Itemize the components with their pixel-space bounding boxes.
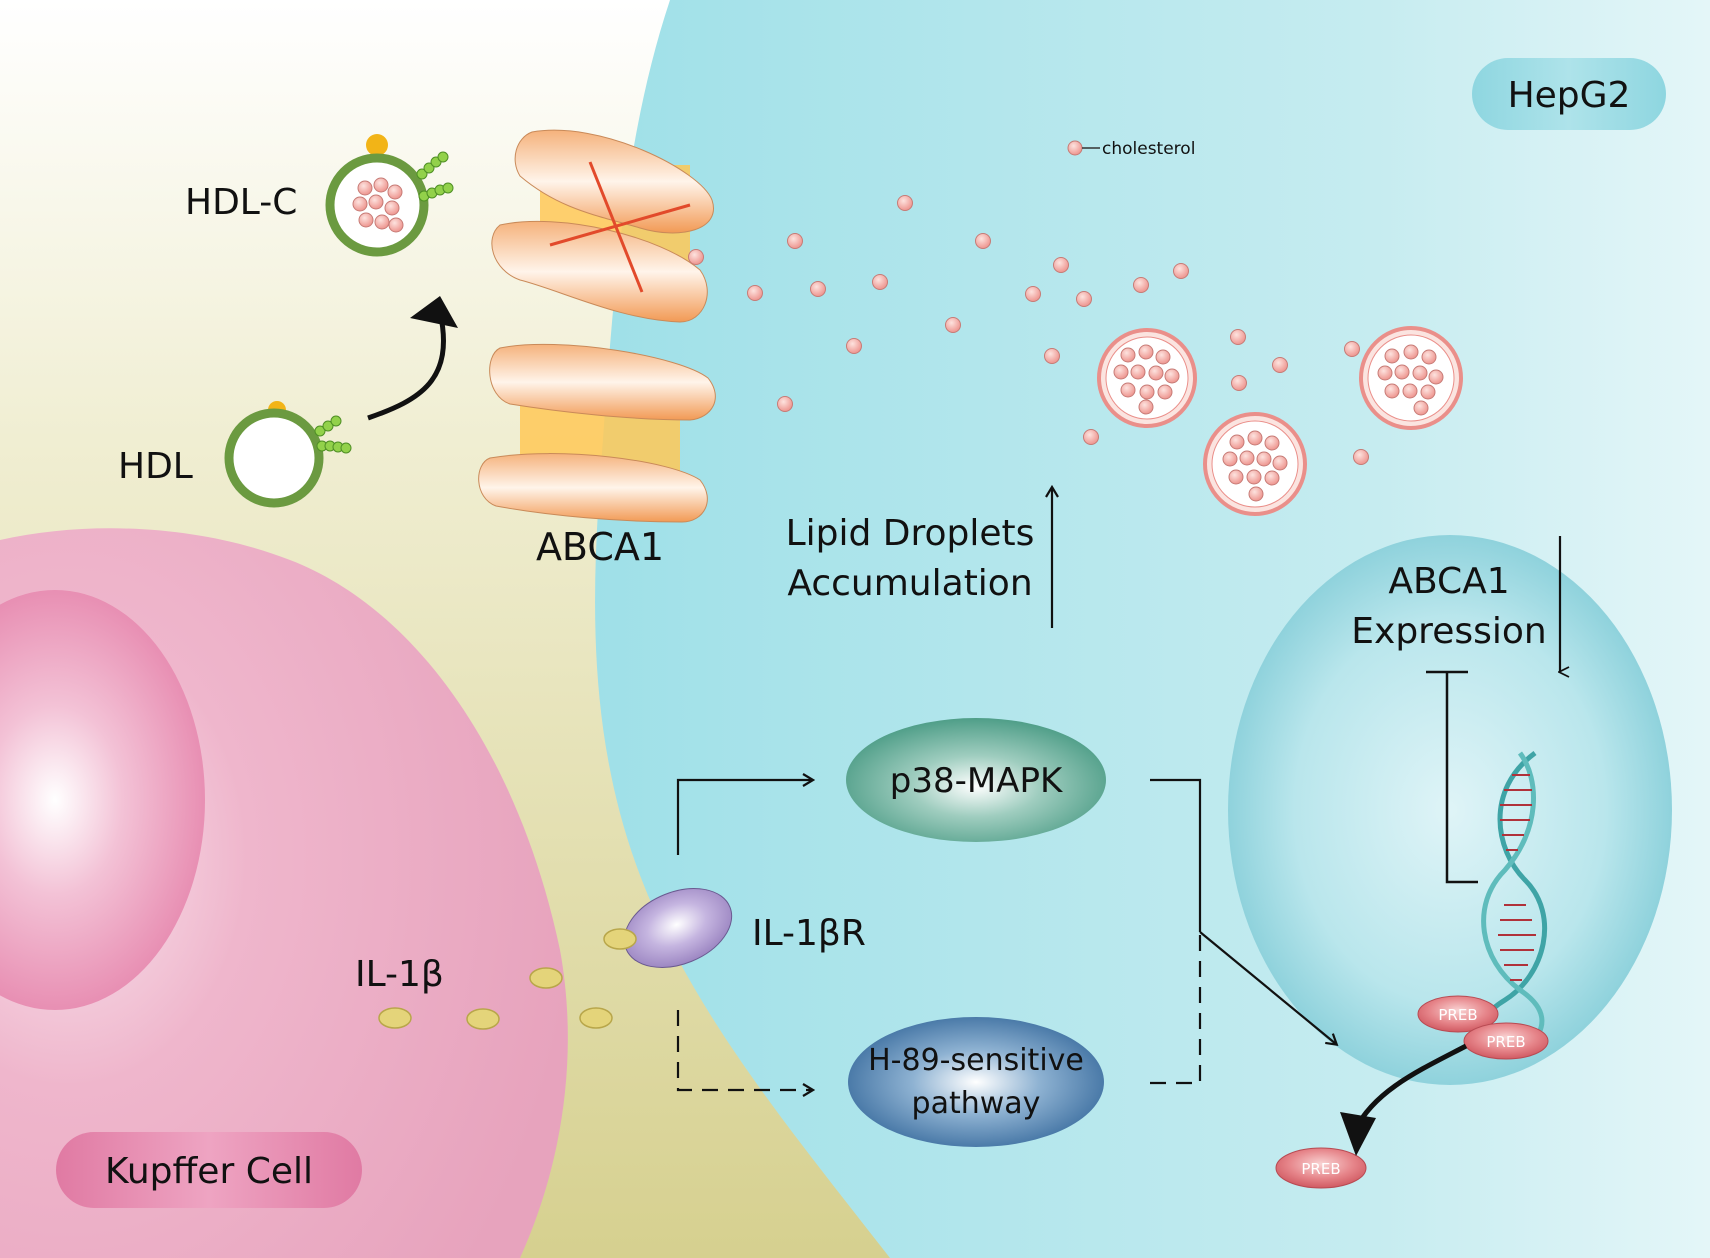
hdl-label: HDL <box>118 446 193 487</box>
lipid-droplet <box>1097 328 1197 428</box>
abca1-transporter-blocked <box>491 129 714 323</box>
kupffer-label-pill <box>56 1132 362 1208</box>
lipid-droplet <box>1359 326 1463 430</box>
h89-pathway-line1: H-89-sensitive <box>868 1043 1084 1078</box>
p38-to-preb-line <box>1150 778 1202 932</box>
inhibition-line <box>1445 672 1478 884</box>
preb-label: PREB <box>1301 1160 1340 1178</box>
hdl-c-particle <box>325 134 454 257</box>
hdl-efflux-arrowhead <box>410 296 458 328</box>
lipid-accumulation-line2: Accumulation <box>787 563 1032 604</box>
il1b-label: IL-1β <box>355 954 444 995</box>
cholesterol-legend-label: cholesterol <box>1102 139 1195 159</box>
lipid-accumulation-line1: Lipid Droplets <box>786 513 1035 554</box>
block-cross-line <box>588 161 644 293</box>
il1b-receptor-label: IL-1βR <box>752 913 866 954</box>
lipid-droplet <box>1203 412 1307 516</box>
p38-mapk-node <box>846 718 1106 842</box>
abca1-transporter <box>478 343 716 523</box>
receptor-to-p38-arrow <box>676 780 812 855</box>
abca1-label: ABCA1 <box>536 525 664 569</box>
preb-translocation-arrowhead <box>1340 1112 1376 1156</box>
cholesterol-legend-icon <box>1067 140 1083 156</box>
il1b-molecules <box>378 928 637 1030</box>
block-cross-line <box>549 203 691 247</box>
hepg2-label-pill <box>1472 58 1666 130</box>
p38-mapk-label: p38-MAPK <box>890 761 1064 801</box>
h89-pathway-node <box>848 1017 1104 1147</box>
h89-pathway-line2: pathway <box>912 1086 1041 1121</box>
abca1-expression-line2: Expression <box>1351 611 1546 652</box>
hdl-efflux-arrow <box>367 311 446 421</box>
preb-protein-cytoplasmic: PREB <box>1275 1147 1367 1189</box>
kupffer-label: Kupffer Cell <box>105 1151 313 1192</box>
abca1-expression-line1: ABCA1 <box>1388 561 1509 602</box>
receptor-to-h89-arrow <box>676 1010 812 1090</box>
pathway-to-preb-arrow <box>1199 931 1336 1044</box>
cholesterol-molecules <box>688 195 1369 465</box>
kupffer-nucleus <box>0 590 205 1010</box>
preb-protein: PREB <box>1463 1022 1549 1060</box>
preb-protein: PREB <box>1417 995 1499 1033</box>
hdl-c-label: HDL-C <box>185 182 297 223</box>
hepg2-label: HepG2 <box>1508 75 1631 116</box>
hdl-particle <box>224 401 352 508</box>
preb-label: PREB <box>1486 1033 1525 1051</box>
preb-label: PREB <box>1438 1006 1477 1024</box>
